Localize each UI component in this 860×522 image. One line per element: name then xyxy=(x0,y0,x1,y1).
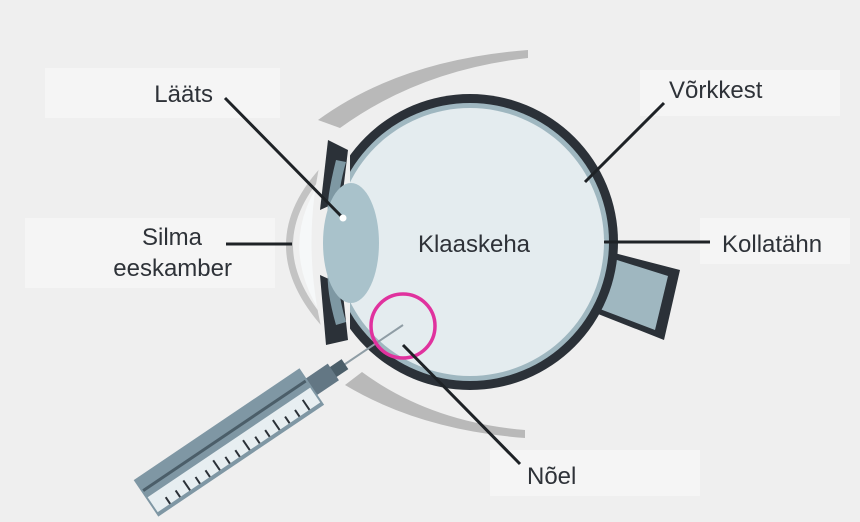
lower-eyelid xyxy=(345,372,525,438)
needle-shaft xyxy=(337,324,404,370)
lens-leader-dot xyxy=(339,214,347,222)
lens xyxy=(323,183,379,303)
needle-label-band xyxy=(490,450,700,496)
needle-leader xyxy=(401,343,522,466)
retina-label-band xyxy=(640,70,840,116)
injection-site-highlight xyxy=(369,292,437,360)
label-lens: Lääts xyxy=(154,81,213,108)
label-needle: Nõel xyxy=(527,463,576,490)
lens-leader xyxy=(223,96,345,220)
vitreous-body xyxy=(336,108,604,376)
fovea-notch xyxy=(597,238,605,246)
label-anterior-chamber-line1: Silma xyxy=(142,224,203,251)
upper-eyelid xyxy=(318,50,528,128)
chamber-label-band xyxy=(25,218,275,288)
label-fovea: Kollatähn xyxy=(722,231,822,258)
syringe xyxy=(133,324,404,517)
syringe-window xyxy=(147,387,321,513)
retina-leader xyxy=(583,101,666,184)
plunger-rod xyxy=(142,379,307,492)
leader-lines xyxy=(223,96,710,466)
label-vitreous: Klaaskeha xyxy=(418,231,531,258)
label-backgrounds xyxy=(25,68,850,496)
syringe-scale xyxy=(164,399,311,505)
label-anterior-chamber-line2: eeskamber xyxy=(113,255,232,282)
fovea-label-band xyxy=(700,218,850,264)
syringe-tip xyxy=(304,363,339,396)
label-retina: Võrkkest xyxy=(669,77,763,104)
lens-label-band xyxy=(45,68,280,118)
